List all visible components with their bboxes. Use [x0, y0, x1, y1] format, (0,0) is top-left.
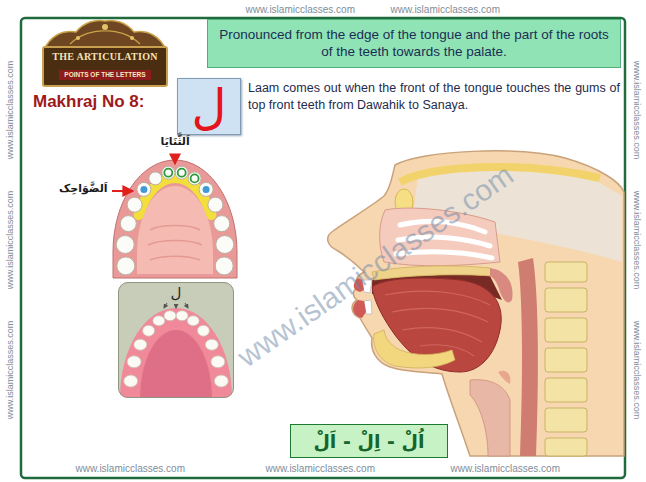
upper-jaw-diagram: [113, 160, 237, 278]
badge-heading: THE ARTICULATION: [48, 51, 162, 63]
head-cross-section: [498, 371, 510, 384]
dentition-photo: [143, 325, 155, 336]
upper-jaw-diagram: [120, 216, 136, 232]
watermark: www.islamicclasses.com: [266, 463, 375, 474]
page-frame: [21, 18, 625, 478]
dentition-photo: [118, 282, 234, 398]
upper-jaw-diagram: [174, 154, 176, 163]
upper-jaw-diagram: [216, 236, 234, 254]
dentition-photo: [127, 356, 141, 368]
head-cross-section: [372, 278, 501, 372]
upper-jaw-diagram: [116, 166, 234, 275]
badge-crest: [76, 36, 80, 40]
watermark: www.islamicclasses.com: [391, 4, 500, 15]
dentition-photo: [140, 330, 212, 398]
description-text: Laam comes out when the front of the ton…: [248, 80, 620, 115]
upper-jaw-diagram: [117, 257, 135, 275]
arabic-example: اُلْ - اِلْ - اَلْ: [313, 429, 424, 454]
upper-jaw-diagram: [175, 166, 188, 179]
dentition-photo: [120, 308, 232, 398]
badge-crest: [102, 24, 108, 30]
dentition-photo: [134, 339, 147, 350]
head-cross-section: [545, 262, 587, 282]
dentition-photo: [187, 316, 199, 326]
badge-crest: [130, 36, 134, 40]
arabic-letter: ل: [192, 81, 227, 131]
upper-jaw-diagram: [162, 166, 175, 179]
head-cross-section: [545, 318, 587, 342]
watermark: www.islamicclasses.com: [6, 61, 16, 160]
upper-jaw-diagram: [203, 186, 210, 193]
watermark: www.islamicclasses.com: [631, 191, 641, 290]
dentition-photo: [211, 356, 225, 368]
dentition-photo: [176, 311, 188, 321]
head-cross-section: [545, 438, 587, 456]
tooth-label: اَلثَّنَایَا: [161, 134, 190, 151]
upper-jaw-diagram: [139, 178, 212, 215]
badge-crest: [70, 31, 140, 44]
dentition-photo: [185, 303, 188, 308]
upper-jaw-diagram: [208, 197, 223, 212]
watermark: www.islamicclasses.com: [451, 463, 560, 474]
head-cross-section: [353, 300, 366, 318]
letter-box: ل: [177, 78, 241, 135]
dentition-photo: [124, 375, 138, 387]
section-title: Makhraj No 8:: [33, 92, 144, 112]
tooth-label: اَلضَّوَاحِک: [59, 181, 108, 198]
head-cross-section: [545, 262, 587, 456]
upper-jaw-diagram: [215, 257, 233, 275]
page-frame: [21, 18, 625, 478]
watermark: www.islamicclasses.com: [6, 321, 16, 420]
head-cross-section: [385, 291, 490, 356]
upper-jaw-diagram: [116, 236, 134, 254]
upper-jaw-diagram: [112, 190, 132, 192]
watermark: www.islamicclasses.com: [246, 4, 355, 15]
watermark: www.islamicclasses.com: [631, 321, 641, 420]
head-cross-section: [470, 380, 510, 456]
upper-jaw-diagram: [188, 172, 201, 185]
upper-jaw-diagram: [214, 216, 230, 232]
dentition-photo: [124, 311, 229, 387]
upper-jaw-diagram: [199, 182, 213, 196]
photo-panel: ل: [118, 282, 234, 398]
head-cross-section: [374, 330, 455, 368]
watermark: www.islamicclasses.com: [76, 463, 185, 474]
dentition-photo: [214, 375, 228, 387]
upper-jaw-diagram: [191, 174, 199, 182]
upper-jaw-diagram: [164, 169, 172, 177]
upper-jaw-diagram: [112, 154, 237, 278]
upper-jaw-diagram: [140, 186, 147, 193]
dentition-photo: [164, 311, 176, 321]
upper-jaw-diagram: [164, 169, 198, 183]
dentition-photo: [205, 339, 218, 350]
title-badge: THE ARTICULATION POINTS OF THE LETTERS: [42, 46, 168, 87]
example-box: اُلْ - اِلْ - اَلْ: [290, 424, 448, 458]
watermark: www.islamicclasses.com: [631, 61, 641, 160]
watermark: www.islamicclasses.com: [6, 191, 16, 290]
dentition-photo: [197, 325, 209, 336]
banner-text: Pronounced from the edge of the tongue a…: [218, 27, 610, 61]
head-cross-section: [545, 288, 587, 312]
upper-jaw-diagram: [127, 197, 142, 212]
head-cross-section: [545, 408, 587, 432]
upper-jaw-diagram: [137, 182, 151, 196]
info-banner: Pronounced from the edge of the tongue a…: [207, 19, 621, 68]
arabic-letter: ل: [119, 284, 233, 302]
dentition-photo: [164, 303, 188, 308]
dentition-photo: [164, 303, 167, 308]
head-cross-section: [545, 378, 587, 402]
upper-jaw-diagram: [148, 226, 202, 261]
head-cross-section: [518, 258, 538, 456]
dentition-photo: [153, 316, 165, 326]
head-cross-section: [545, 348, 587, 372]
dentition-photo: [176, 304, 177, 308]
badge-ribbon: POINTS OF THE LETTERS: [59, 70, 150, 80]
upper-jaw-diagram: [178, 169, 186, 177]
upper-jaw-diagram: [149, 172, 162, 185]
